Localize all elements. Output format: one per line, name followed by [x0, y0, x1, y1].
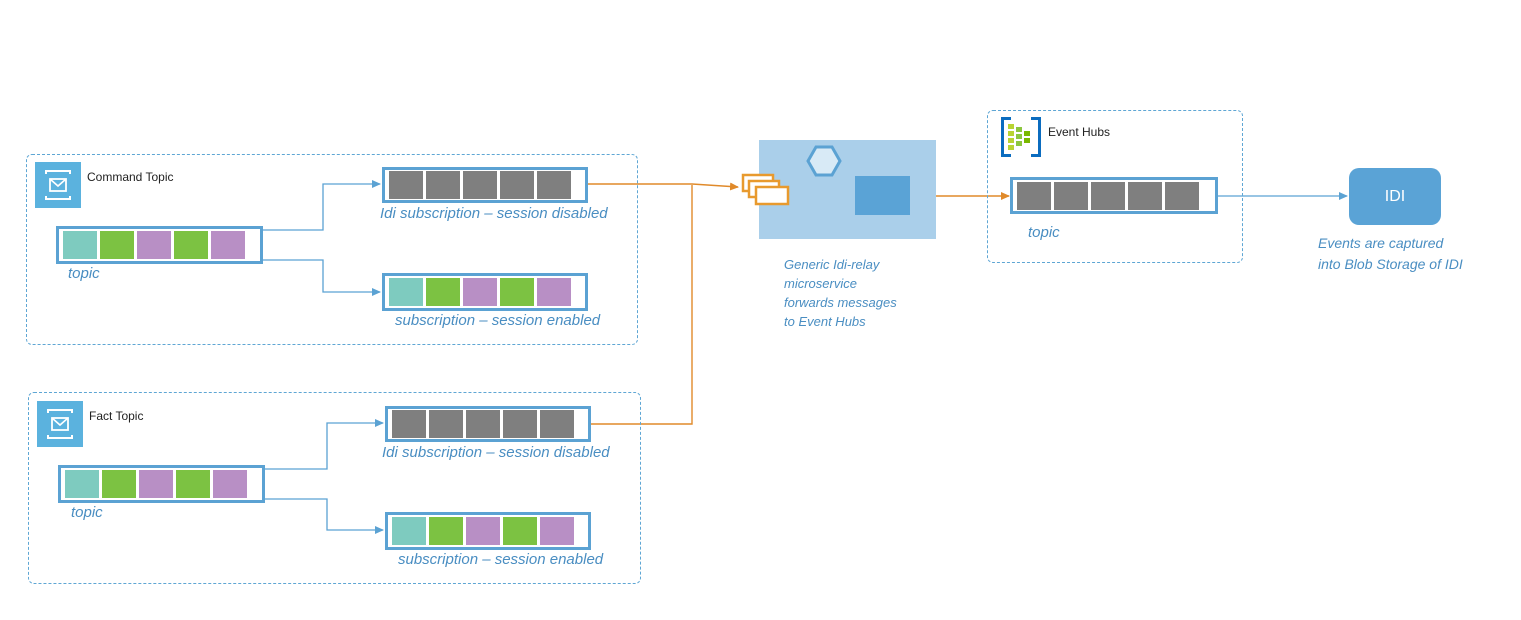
event-hubs-topic-label: topic: [1028, 224, 1060, 241]
message-gray: [463, 171, 497, 199]
message-purple: [211, 231, 245, 259]
link-fact-idi-sub-to-relay: [591, 185, 693, 425]
fact-idi-subscription-queue[interactable]: [385, 406, 591, 442]
fact-idi-subscription-label: Idi subscription – session disabled: [382, 444, 610, 461]
service-bus-topic-icon: [35, 162, 81, 208]
hexagon-icon: [806, 145, 842, 177]
event-hubs-topic-queue[interactable]: [1010, 177, 1218, 214]
message-purple: [466, 517, 500, 545]
idi-node[interactable]: IDI: [1349, 168, 1441, 225]
relay-processor-block: [855, 176, 910, 215]
idi-description: Events are captured into Blob Storage of…: [1318, 233, 1463, 275]
fact-topic-label: topic: [71, 504, 103, 521]
relay-description-line: forwards messages: [784, 295, 897, 310]
message-gray: [392, 410, 426, 438]
message-green: [174, 231, 208, 259]
fact-subscription-label: subscription – session enabled: [398, 551, 604, 568]
command-topic-title: Command Topic: [87, 170, 174, 184]
link-command-idi-sub-to-relay: [588, 182, 739, 191]
message-gray: [500, 171, 534, 199]
message-gray: [1128, 181, 1162, 210]
relay-description-line: to Event Hubs: [784, 314, 866, 329]
command-subscription-queue[interactable]: [382, 273, 588, 311]
event-hubs-icon: [1001, 117, 1041, 157]
command-topic-queue[interactable]: [56, 226, 263, 264]
fact-topic-group: [28, 392, 641, 584]
command-topic-group: [26, 154, 638, 345]
message-green: [102, 470, 136, 498]
message-green: [503, 517, 537, 545]
message-purple: [463, 278, 497, 306]
message-teal: [392, 517, 426, 545]
message-gray: [1017, 181, 1051, 210]
message-green: [100, 231, 134, 259]
message-teal: [65, 470, 99, 498]
message-teal: [389, 278, 423, 306]
command-idi-subscription-label: Idi subscription – session disabled: [380, 205, 608, 222]
relay-description: Generic Idi-relay microservice forwards …: [784, 255, 897, 331]
message-green: [429, 517, 463, 545]
message-purple: [540, 517, 574, 545]
service-bus-topic-icon: [37, 401, 83, 447]
message-gray: [540, 410, 574, 438]
message-gray: [466, 410, 500, 438]
message-purple: [537, 278, 571, 306]
message-purple: [139, 470, 173, 498]
message-gray: [1054, 181, 1088, 210]
message-gray: [1091, 181, 1125, 210]
relay-description-line: microservice: [784, 276, 857, 291]
message-gray: [389, 171, 423, 199]
relay-description-line: Generic Idi-relay: [784, 257, 880, 272]
command-subscription-label: subscription – session enabled: [395, 312, 601, 329]
message-gray: [1165, 181, 1199, 210]
message-gray: [537, 171, 571, 199]
event-hubs-group: [987, 110, 1243, 263]
fact-topic-title: Fact Topic: [89, 409, 144, 423]
message-teal: [63, 231, 97, 259]
link-command-topic-to-idi-sub: [262, 180, 381, 231]
command-topic-label: topic: [68, 265, 100, 282]
event-hubs-title: Event Hubs: [1048, 125, 1111, 139]
message-purple: [213, 470, 247, 498]
link-fact-topic-to-sub: [264, 498, 384, 534]
message-green: [426, 278, 460, 306]
fact-topic-queue[interactable]: [58, 465, 265, 503]
message-stack-icon: [741, 173, 790, 206]
message-gray: [503, 410, 537, 438]
message-gray: [426, 171, 460, 199]
idi-description-line: Events are captured: [1318, 235, 1444, 251]
message-green: [176, 470, 210, 498]
message-gray: [429, 410, 463, 438]
idi-description-line: into Blob Storage of IDI: [1318, 256, 1463, 272]
fact-subscription-queue[interactable]: [385, 512, 591, 550]
link-command-topic-to-sub: [262, 259, 381, 296]
message-purple: [137, 231, 171, 259]
command-idi-subscription-queue[interactable]: [382, 167, 588, 203]
link-fact-topic-to-idi-sub: [264, 419, 384, 470]
message-green: [500, 278, 534, 306]
